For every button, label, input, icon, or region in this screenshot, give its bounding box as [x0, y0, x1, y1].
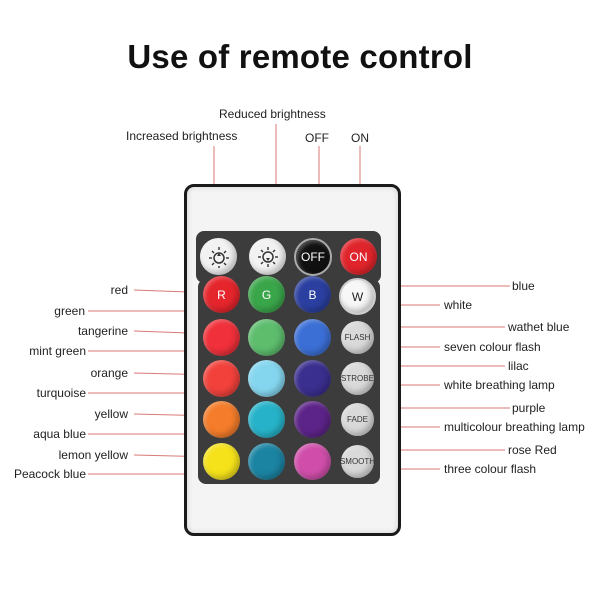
- red-button[interactable]: R: [203, 276, 240, 313]
- sun-down-icon: [257, 246, 278, 267]
- label-multicolour-breathing-lamp: multicolour breathing lamp: [444, 420, 585, 434]
- fade-button[interactable]: FADE: [341, 403, 374, 436]
- label-wathet-blue: wathet blue: [508, 320, 570, 334]
- smooth-button-label: SMOOTH: [339, 457, 376, 466]
- label-peacock-blue: Peacock blue: [13, 467, 86, 481]
- label-tangerine: tangerine: [77, 324, 128, 338]
- label-off: OFF: [305, 131, 329, 145]
- on-button[interactable]: ON: [340, 238, 377, 275]
- strobe-button-label: STROBE: [341, 374, 374, 383]
- peacock-blue-button[interactable]: [248, 443, 285, 480]
- turquoise-button[interactable]: [248, 360, 285, 397]
- page-title: Use of remote control: [127, 38, 473, 75]
- red-button-label: R: [217, 287, 226, 302]
- label-green: green: [54, 304, 85, 318]
- tangerine-button[interactable]: [203, 319, 240, 356]
- brightness-down-button[interactable]: [249, 238, 286, 275]
- strobe-button[interactable]: STROBE: [341, 362, 374, 395]
- label-aqua-blue: aqua blue: [33, 427, 86, 441]
- flash-button[interactable]: FLASH: [341, 321, 374, 354]
- yellow-button[interactable]: [203, 401, 240, 438]
- label-lilac: lilac: [508, 359, 529, 373]
- label-yellow: yellow: [94, 407, 128, 421]
- aqua-blue-button[interactable]: [248, 401, 285, 438]
- lemon-yellow-button[interactable]: [203, 443, 240, 480]
- purple-button[interactable]: [294, 401, 331, 438]
- label-blue: blue: [512, 279, 535, 293]
- brightness-up-button[interactable]: [200, 238, 237, 275]
- rose-red-button[interactable]: [294, 443, 331, 480]
- white-button[interactable]: W: [339, 278, 376, 315]
- off-button[interactable]: OFF: [294, 238, 332, 276]
- label-white-breathing-lamp: white breathing lamp: [444, 378, 555, 392]
- blue-button-label: B: [308, 287, 317, 302]
- fade-button-label: FADE: [347, 415, 368, 424]
- wathet-blue-button[interactable]: [294, 319, 331, 356]
- label-purple: purple: [512, 401, 546, 415]
- label-white: white: [444, 298, 473, 312]
- label-rose-red: rose Red: [508, 443, 557, 457]
- lilac-button[interactable]: [294, 360, 331, 397]
- label-mint-green: mint green: [29, 344, 86, 358]
- label-three-colour-flash: three colour flash: [444, 462, 537, 476]
- green-button[interactable]: G: [248, 276, 285, 313]
- sun-up-icon: [208, 246, 229, 268]
- mint-green-button[interactable]: [248, 319, 285, 356]
- label-on: ON: [351, 131, 369, 145]
- label-turquoise: turquoise: [36, 386, 86, 400]
- off-button-label: OFF: [301, 250, 325, 264]
- blue-button[interactable]: B: [294, 276, 331, 313]
- label-red: red: [110, 283, 128, 297]
- label-increased-brightness: Increased brightness: [126, 129, 238, 143]
- white-button-label: W: [351, 289, 364, 304]
- green-button-label: G: [261, 287, 272, 302]
- label-lemon-yellow: lemon yellow: [58, 448, 128, 462]
- label-reduced-brightness: Reduced brightness: [219, 107, 326, 121]
- orange-button[interactable]: [203, 360, 240, 397]
- smooth-button[interactable]: SMOOTH: [339, 445, 376, 478]
- label-orange: orange: [90, 366, 128, 380]
- label-seven-colour-flash: seven colour flash: [444, 340, 541, 354]
- on-button-label: ON: [349, 249, 368, 264]
- flash-button-label: FLASH: [344, 333, 371, 342]
